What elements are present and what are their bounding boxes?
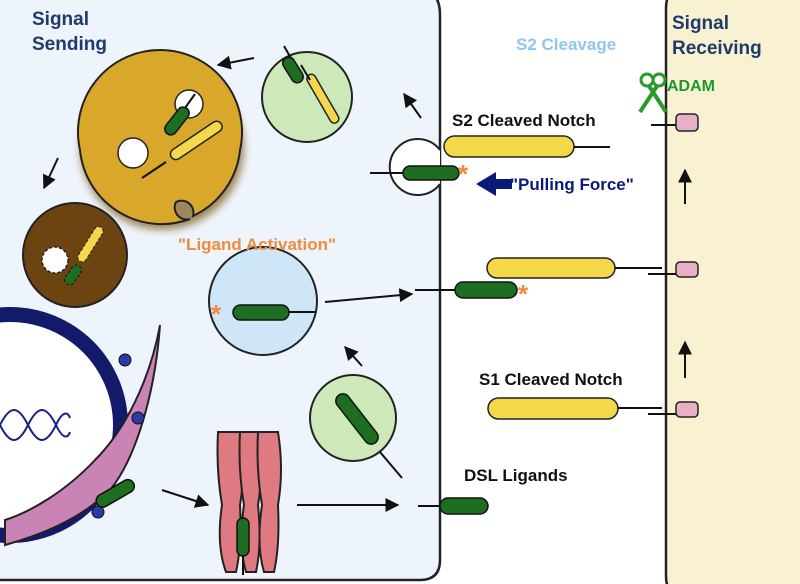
endosome-top	[261, 45, 353, 143]
adam-label: ADAM	[667, 78, 715, 95]
pulling-force-label: "Pulling Force"	[510, 175, 634, 194]
dsl-ligand-surface	[418, 497, 489, 515]
activation-asterisk: *	[458, 159, 469, 189]
s1-cleaved-notch	[487, 397, 699, 420]
endocytic-pit	[370, 138, 460, 196]
ribosome	[131, 411, 145, 425]
s2-cleavage-label: S2 Cleavage	[516, 35, 616, 54]
s1-cleaved-notch-label: S1 Cleaved Notch	[479, 370, 623, 389]
signal-sending-title-line1: Signal	[32, 9, 89, 30]
activation-vesicle	[208, 246, 318, 356]
adam-scissors-icon	[638, 72, 668, 114]
endoplasmic-reticulum	[4, 324, 161, 547]
s2-cleaved-notch-label: S2 Cleaved Notch	[452, 111, 596, 130]
golgi	[216, 431, 282, 575]
dsl-ligands-label: DSL Ligands	[464, 466, 568, 485]
activation-asterisk: *	[518, 279, 529, 309]
signal-sending-title-line2: Sending	[32, 34, 107, 55]
dna-strand	[0, 409, 71, 441]
lysosome	[77, 49, 244, 230]
activation-asterisk: *	[211, 299, 222, 329]
s2-cleaved-notch	[443, 113, 699, 158]
signal-receiving-title-line2: Receiving	[672, 38, 762, 59]
ribosome	[118, 353, 132, 367]
er-ligand	[95, 478, 136, 508]
endosome-bottom	[309, 374, 403, 479]
ligand-activation-label: "Ligand Activation"	[178, 235, 336, 254]
late-lysosome	[22, 202, 128, 308]
ligand-notch-complex	[415, 257, 699, 299]
golgi-ligand	[236, 517, 250, 557]
pathway-arrows	[42, 55, 692, 512]
signal-receiving-title-line1: Signal	[672, 13, 729, 34]
signal-receiving-cell	[664, 0, 800, 584]
pulling-force-arrow	[476, 172, 512, 196]
